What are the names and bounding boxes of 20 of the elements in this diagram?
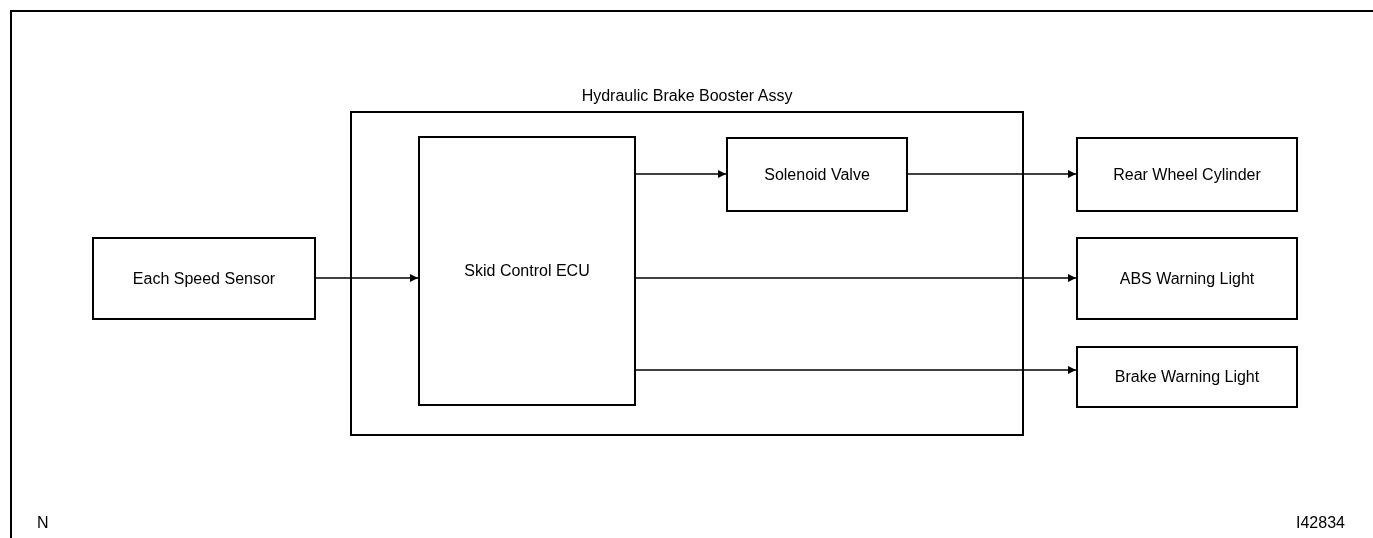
node-label: Solenoid Valve [764, 165, 870, 184]
node-label: Rear Wheel Cylinder [1113, 165, 1261, 184]
component-box [418, 136, 636, 406]
node-label: Each Speed Sensor [132, 269, 276, 288]
component-box [1076, 237, 1298, 320]
arrow [635, 274, 1077, 282]
arrow [635, 366, 1077, 374]
group-title: Hydraulic Brake Booster Assy [580, 87, 794, 105]
arrow [635, 170, 727, 178]
component-box [92, 237, 316, 320]
node-label: ABS Warning Light [1119, 269, 1255, 288]
figure-code: I42834 [1296, 514, 1345, 532]
arrow [315, 274, 419, 282]
corner-mark: N [37, 514, 49, 532]
component-box [726, 137, 908, 212]
arrow [907, 170, 1077, 178]
node-label: Skid Control ECU [464, 262, 590, 280]
component-box [1076, 346, 1298, 408]
component-box [1076, 137, 1298, 212]
node-label: Brake Warning Light [1114, 368, 1260, 386]
